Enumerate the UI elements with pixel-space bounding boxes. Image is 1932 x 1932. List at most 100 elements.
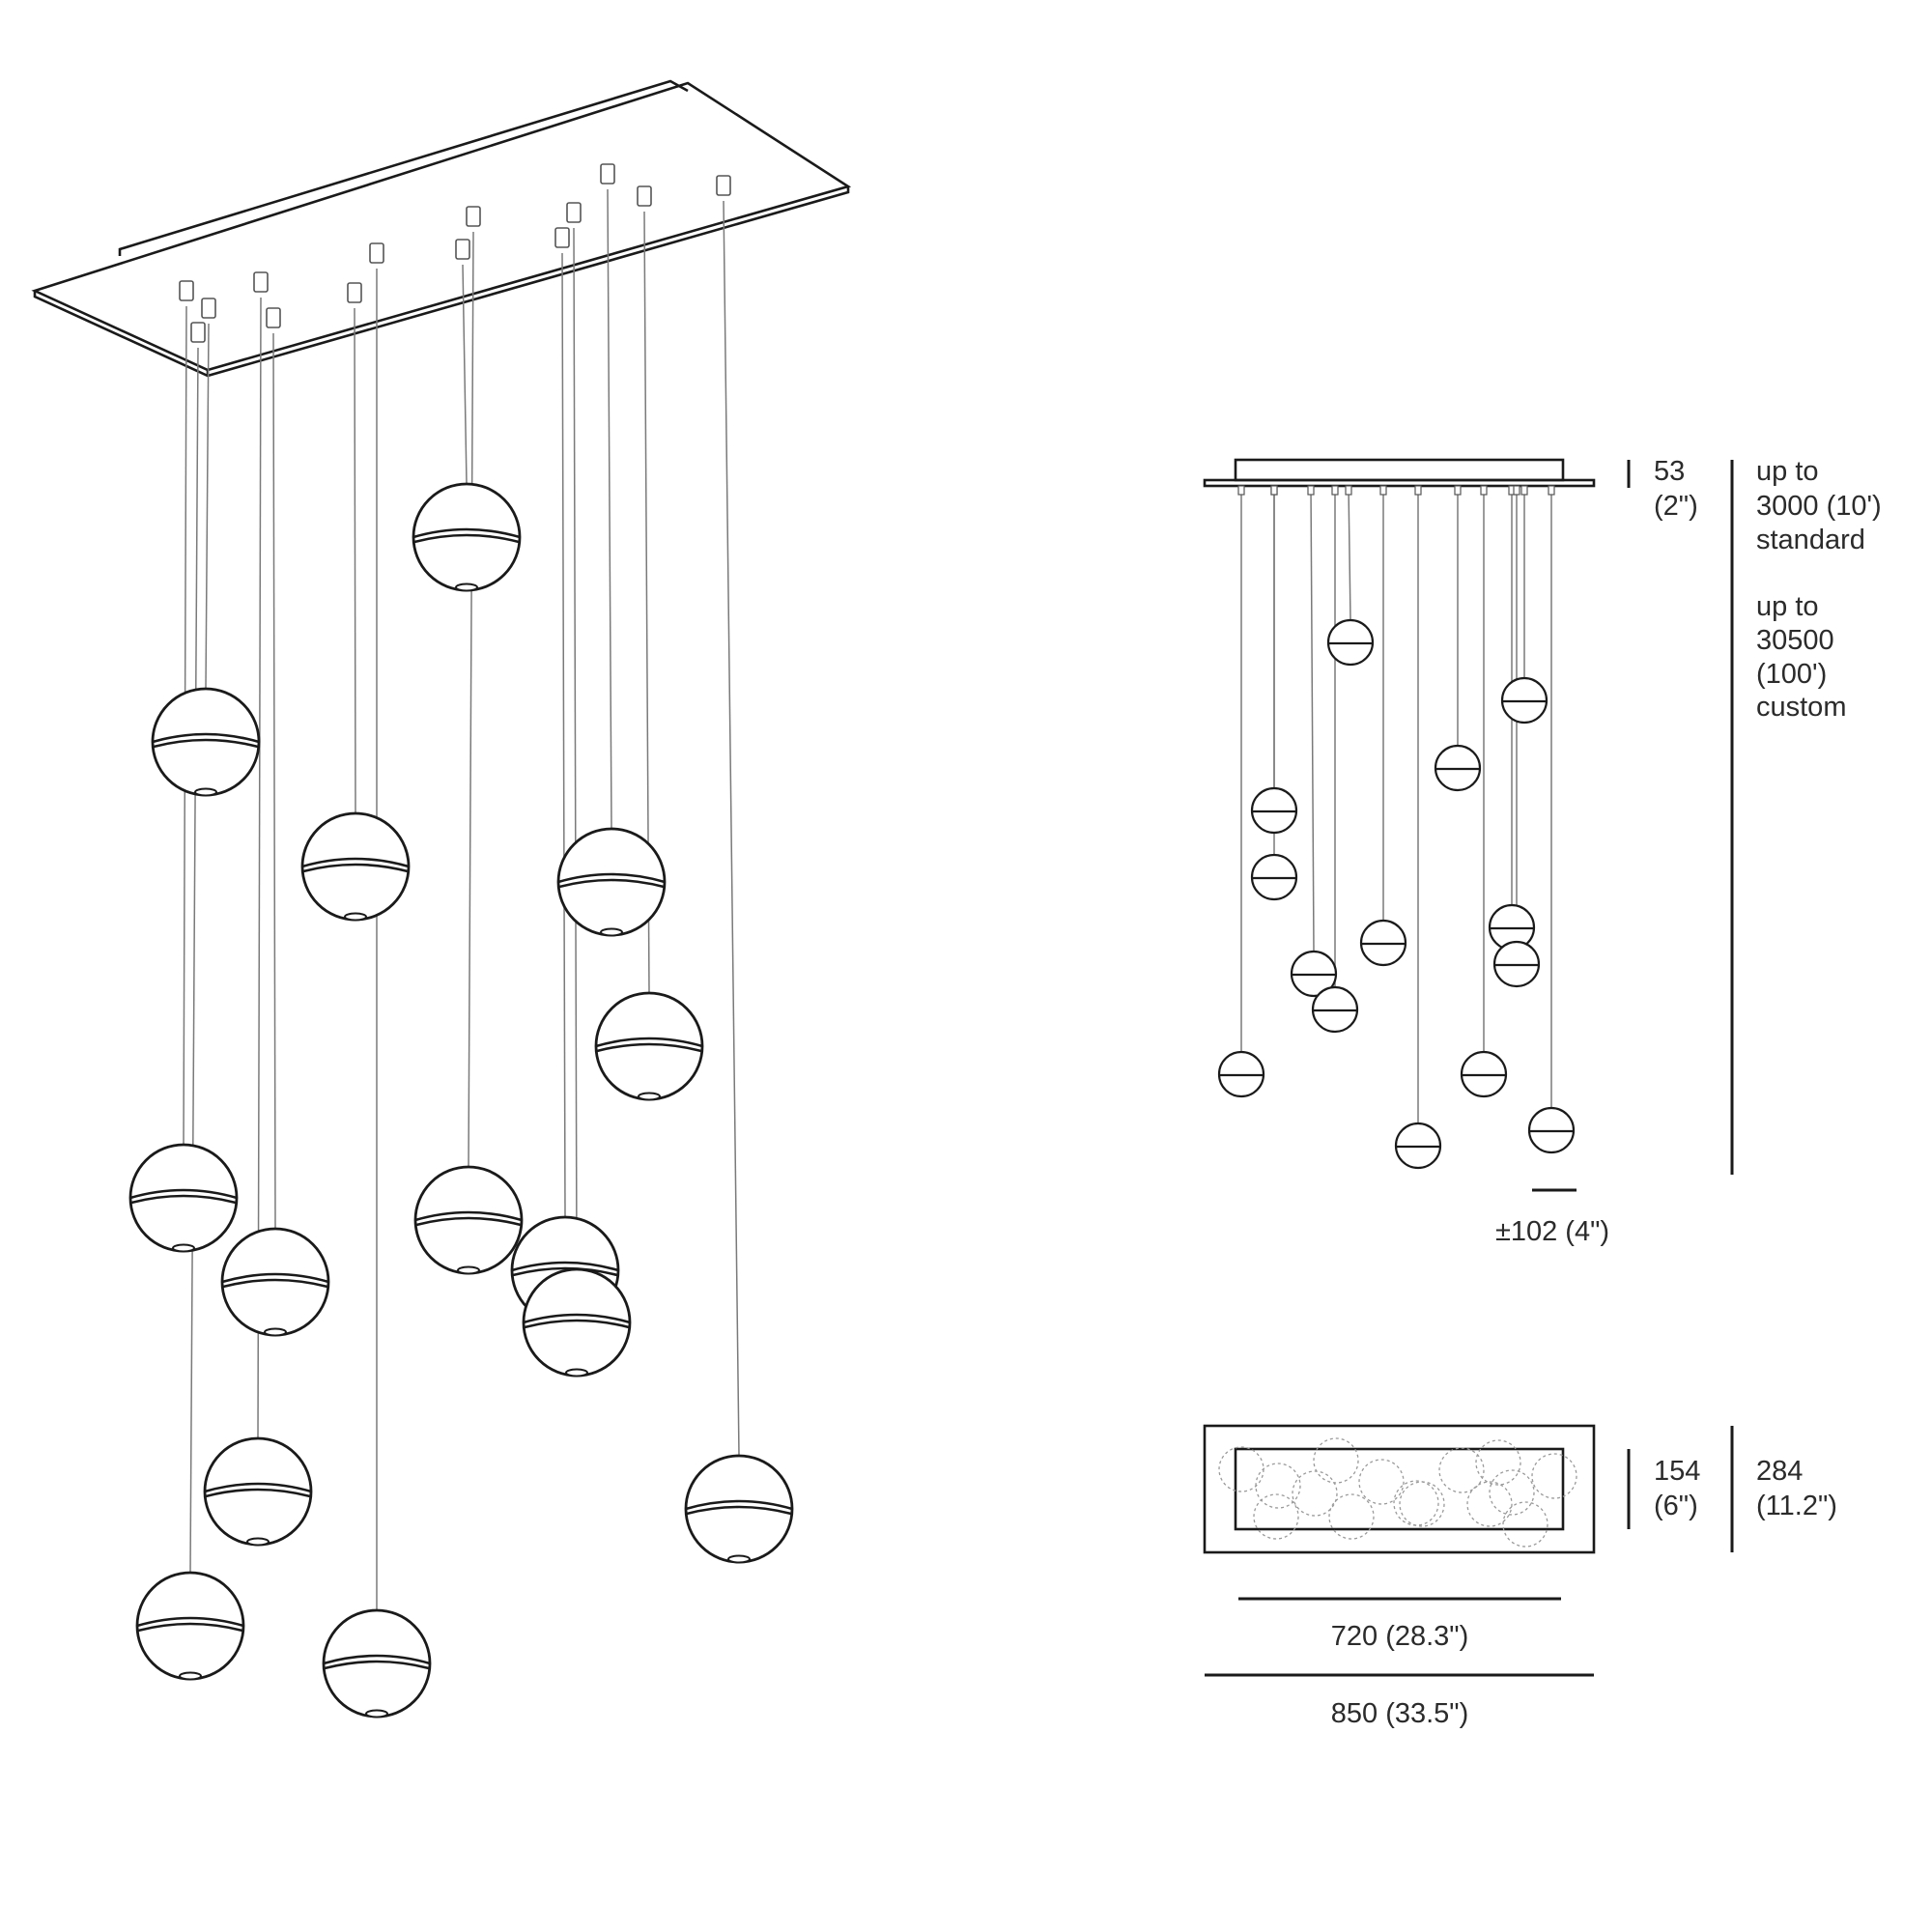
iso-cord-port	[716, 175, 731, 196]
plan-sphere-outline	[1292, 1470, 1338, 1517]
iso-sphere	[412, 482, 522, 592]
iso-sphere-band-bottom	[324, 1660, 430, 1670]
plan-sphere-outline	[1399, 1481, 1445, 1527]
iso-sphere-lens	[727, 1554, 751, 1564]
iso-cord-port	[253, 271, 269, 293]
iso-sphere-band-bottom	[222, 1278, 328, 1289]
canopy-height-mm: 53	[1654, 456, 1685, 487]
iso-sphere-band-top	[221, 1272, 329, 1284]
iso-sphere-outline	[300, 811, 411, 922]
side-cord-port	[1454, 485, 1462, 496]
plan-inner-rect	[1234, 1447, 1565, 1531]
iso-sphere-band-top	[152, 732, 260, 744]
plan-sphere-outline	[1358, 1459, 1405, 1505]
iso-cord-port	[179, 280, 194, 301]
plan-inner-depth-mm: 154	[1654, 1456, 1700, 1487]
iso-sphere-lens	[194, 787, 217, 797]
side-sphere	[1290, 950, 1338, 998]
plan-outer-width-label: 850 (33.5")	[1331, 1698, 1469, 1729]
iso-sphere-band-bottom	[205, 1488, 311, 1498]
iso-sphere-outline	[413, 1165, 524, 1275]
plan-outer-rect	[1203, 1424, 1596, 1554]
side-sphere	[1326, 618, 1375, 667]
iso-sphere-lens	[172, 1243, 195, 1253]
iso-cord-port	[600, 163, 615, 185]
iso-sphere-band-bottom	[512, 1266, 618, 1277]
plan-sphere-outline	[1328, 1493, 1375, 1540]
iso-sphere-band-bottom	[413, 533, 520, 544]
iso-cord-port	[266, 307, 281, 328]
plan-inner-width-label: 720 (28.3")	[1331, 1621, 1469, 1652]
iso-sphere-outline	[135, 1571, 245, 1681]
iso-sphere-band-top	[136, 1616, 244, 1628]
iso-sphere	[322, 1608, 432, 1719]
side-sphere	[1217, 1050, 1265, 1098]
iso-sphere-lens	[344, 912, 367, 922]
iso-sphere-outline	[128, 1143, 239, 1253]
iso-sphere	[594, 991, 704, 1101]
plan-inner-depth-in: (6")	[1654, 1491, 1698, 1521]
iso-sphere-band-bottom	[415, 1216, 522, 1227]
iso-cord	[189, 347, 199, 1574]
side-sphere	[1311, 985, 1359, 1034]
iso-sphere-lens	[565, 1368, 588, 1378]
side-cord	[1310, 485, 1315, 952]
iso-sphere-band-top	[129, 1188, 238, 1200]
iso-sphere-band-bottom	[130, 1194, 237, 1205]
canopy-height-in: (2")	[1654, 491, 1698, 522]
side-sphere	[1460, 1050, 1508, 1098]
side-cord-port	[1345, 485, 1352, 496]
iso-sphere-outline	[522, 1267, 632, 1378]
plan-sphere-outline	[1531, 1453, 1577, 1499]
side-cord-port	[1520, 485, 1528, 496]
side-cord-port	[1548, 485, 1555, 496]
iso-cord	[573, 227, 578, 1270]
iso-sphere	[203, 1436, 313, 1547]
iso-sphere	[684, 1454, 794, 1564]
iso-cord	[607, 188, 612, 830]
iso-sphere	[522, 1267, 632, 1378]
svg-text:(100'): (100')	[1756, 659, 1827, 690]
iso-sphere-band-bottom	[137, 1622, 243, 1633]
iso-cord	[205, 323, 210, 690]
iso-sphere	[220, 1227, 330, 1337]
side-elevation: 53 (2") up to 3000 (10') standard up to …	[1203, 456, 1882, 1247]
iso-sphere-band-top	[414, 1210, 523, 1222]
plan-sphere-outline	[1466, 1481, 1513, 1527]
plan-sphere-outline	[1255, 1463, 1301, 1509]
svg-text:30500: 30500	[1756, 625, 1834, 656]
plan-sphere-outline	[1313, 1437, 1359, 1484]
plan-sphere-outline	[1438, 1447, 1485, 1493]
iso-sphere-band-top	[595, 1037, 703, 1048]
svg-text:custom: custom	[1756, 692, 1846, 723]
iso-sphere-band-bottom	[524, 1319, 630, 1329]
iso-cord-port	[554, 227, 570, 248]
side-spheres	[1217, 618, 1576, 1170]
iso-sphere-band-top	[301, 857, 410, 868]
iso-cord	[723, 200, 740, 1457]
iso-sphere-band-bottom	[153, 738, 259, 749]
side-sphere	[1250, 853, 1298, 901]
iso-sphere-band-top	[323, 1654, 431, 1665]
iso-sphere	[300, 811, 411, 922]
iso-sphere-outline	[220, 1227, 330, 1337]
side-cord-port	[1480, 485, 1488, 496]
iso-sphere-band-bottom	[302, 863, 409, 873]
iso-sphere-outline	[412, 482, 522, 592]
plan-outer-depth-in: (11.2")	[1756, 1491, 1837, 1521]
iso-sphere	[413, 1165, 524, 1275]
iso-sphere-lens	[455, 582, 478, 592]
svg-text:3000 (10'): 3000 (10')	[1756, 491, 1882, 522]
side-cord-port	[1331, 485, 1339, 496]
iso-cord-port	[190, 322, 206, 343]
side-sphere	[1500, 676, 1548, 724]
iso-sphere-lens	[246, 1537, 270, 1547]
side-cord-port	[1270, 485, 1278, 496]
iso-cord	[468, 231, 474, 1168]
iso-cord	[462, 264, 468, 485]
iso-sphere-band-bottom	[686, 1505, 792, 1516]
iso-cord-port	[455, 239, 470, 260]
iso-cord-port	[369, 242, 384, 264]
iso-sphere-band-top	[511, 1261, 619, 1272]
isometric-view	[31, 79, 852, 1719]
